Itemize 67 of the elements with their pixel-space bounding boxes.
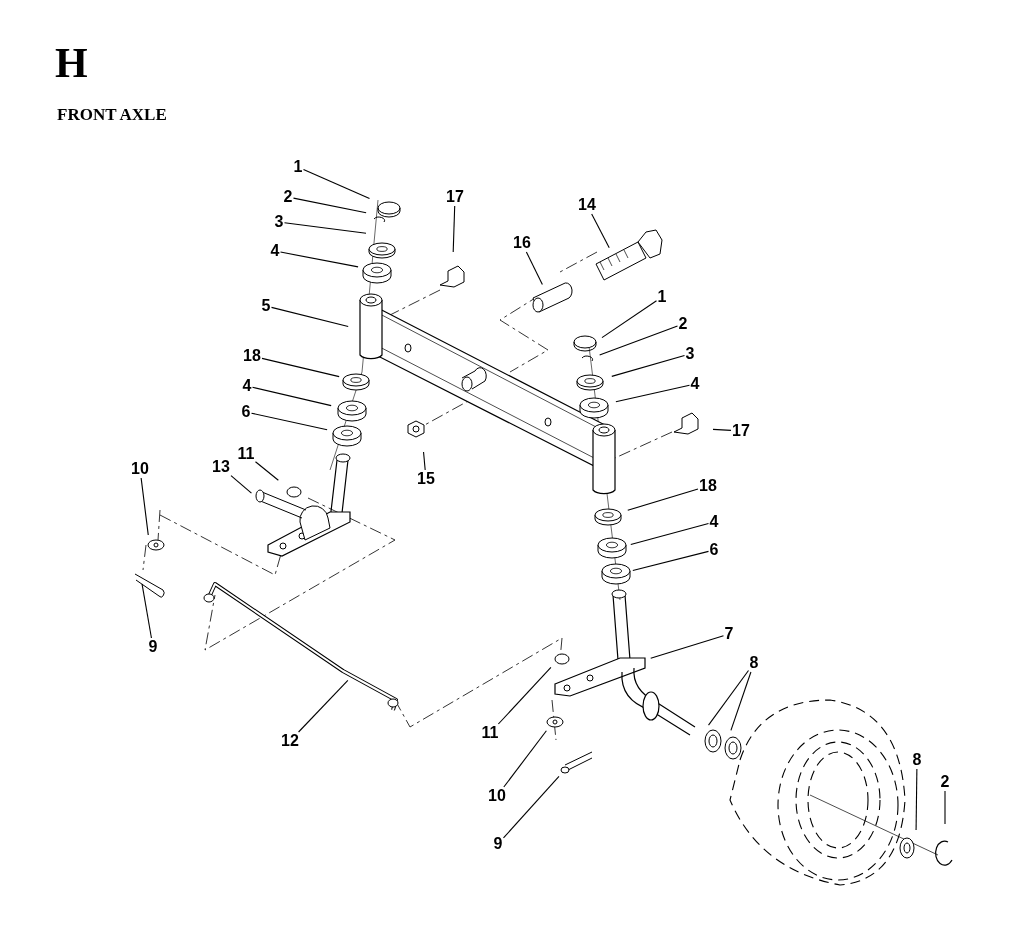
leader-line	[591, 213, 610, 249]
leader-line	[615, 384, 691, 403]
callout-number: 4	[241, 377, 253, 395]
leader-line	[270, 306, 349, 328]
leader-line	[632, 550, 710, 572]
leader-line	[712, 428, 732, 431]
callout-number: 17	[731, 422, 751, 440]
leader-line	[650, 635, 725, 659]
leader-line	[250, 412, 328, 431]
callout-number: 17	[445, 188, 465, 206]
leader-line	[915, 768, 918, 831]
callout-number: 4	[269, 242, 281, 260]
callout-number: 5	[260, 297, 272, 315]
leader-line	[627, 488, 699, 511]
leader-line	[502, 775, 560, 839]
leader-line	[254, 461, 279, 481]
callout-number: 13	[211, 458, 231, 476]
leader-line	[141, 583, 152, 639]
leader-line	[292, 197, 367, 214]
callout-number: 6	[708, 541, 720, 559]
leader-line	[525, 251, 543, 286]
callout-number: 3	[273, 213, 285, 231]
callout-number: 11	[236, 445, 256, 463]
callout-number: 2	[677, 315, 689, 333]
callout-number: 16	[512, 234, 532, 252]
section-letter: H	[55, 42, 88, 84]
callout-number: 12	[280, 732, 300, 750]
callout-number: 1	[292, 158, 304, 176]
callout-number: 1	[656, 288, 668, 306]
callout-number: 8	[748, 654, 760, 672]
leader-line	[730, 671, 752, 731]
leader-line	[251, 386, 332, 407]
leader-line	[279, 251, 359, 268]
callout-number: 11	[480, 724, 500, 742]
leader-line	[283, 222, 367, 234]
callout-number: 4	[708, 513, 720, 531]
leader-line	[302, 168, 371, 200]
leader-line	[630, 522, 710, 545]
callout-number: 8	[911, 751, 923, 769]
callout-number: 10	[487, 787, 507, 805]
leader-line	[708, 669, 750, 726]
leader-line	[611, 355, 686, 377]
callout-number: 4	[689, 375, 701, 393]
section-heading: FRONT AXLE	[57, 106, 167, 125]
callout-number: 9	[492, 835, 504, 853]
leader-line	[944, 790, 946, 825]
callout-number: 18	[242, 347, 262, 365]
leader-line	[601, 300, 658, 339]
callout-number: 2	[939, 773, 951, 791]
leader-line	[230, 475, 252, 494]
leader-line	[140, 477, 149, 536]
leader-line	[503, 730, 547, 788]
leader-line	[599, 325, 679, 356]
callout-number: 18	[698, 477, 718, 495]
leader-line	[298, 679, 349, 733]
callout-number: 2	[282, 188, 294, 206]
callout-number: 9	[147, 638, 159, 656]
callout-number: 7	[723, 625, 735, 643]
leader-line	[261, 357, 340, 378]
leader-line	[452, 205, 456, 253]
callout-number: 10	[130, 460, 150, 478]
callout-number: 14	[577, 196, 597, 214]
callout-number: 3	[684, 345, 696, 363]
callout-number: 15	[416, 470, 436, 488]
leader-line	[497, 666, 552, 725]
leader-line	[423, 451, 426, 471]
callout-number: 6	[240, 403, 252, 421]
